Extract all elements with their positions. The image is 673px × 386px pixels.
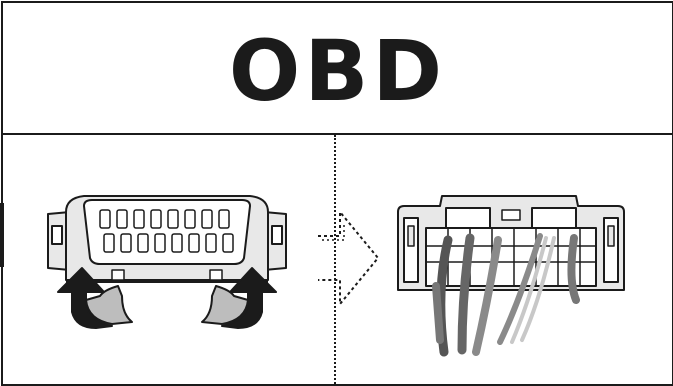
wired-connector-icon [398, 196, 624, 352]
direction-arrow-icon [318, 212, 378, 304]
